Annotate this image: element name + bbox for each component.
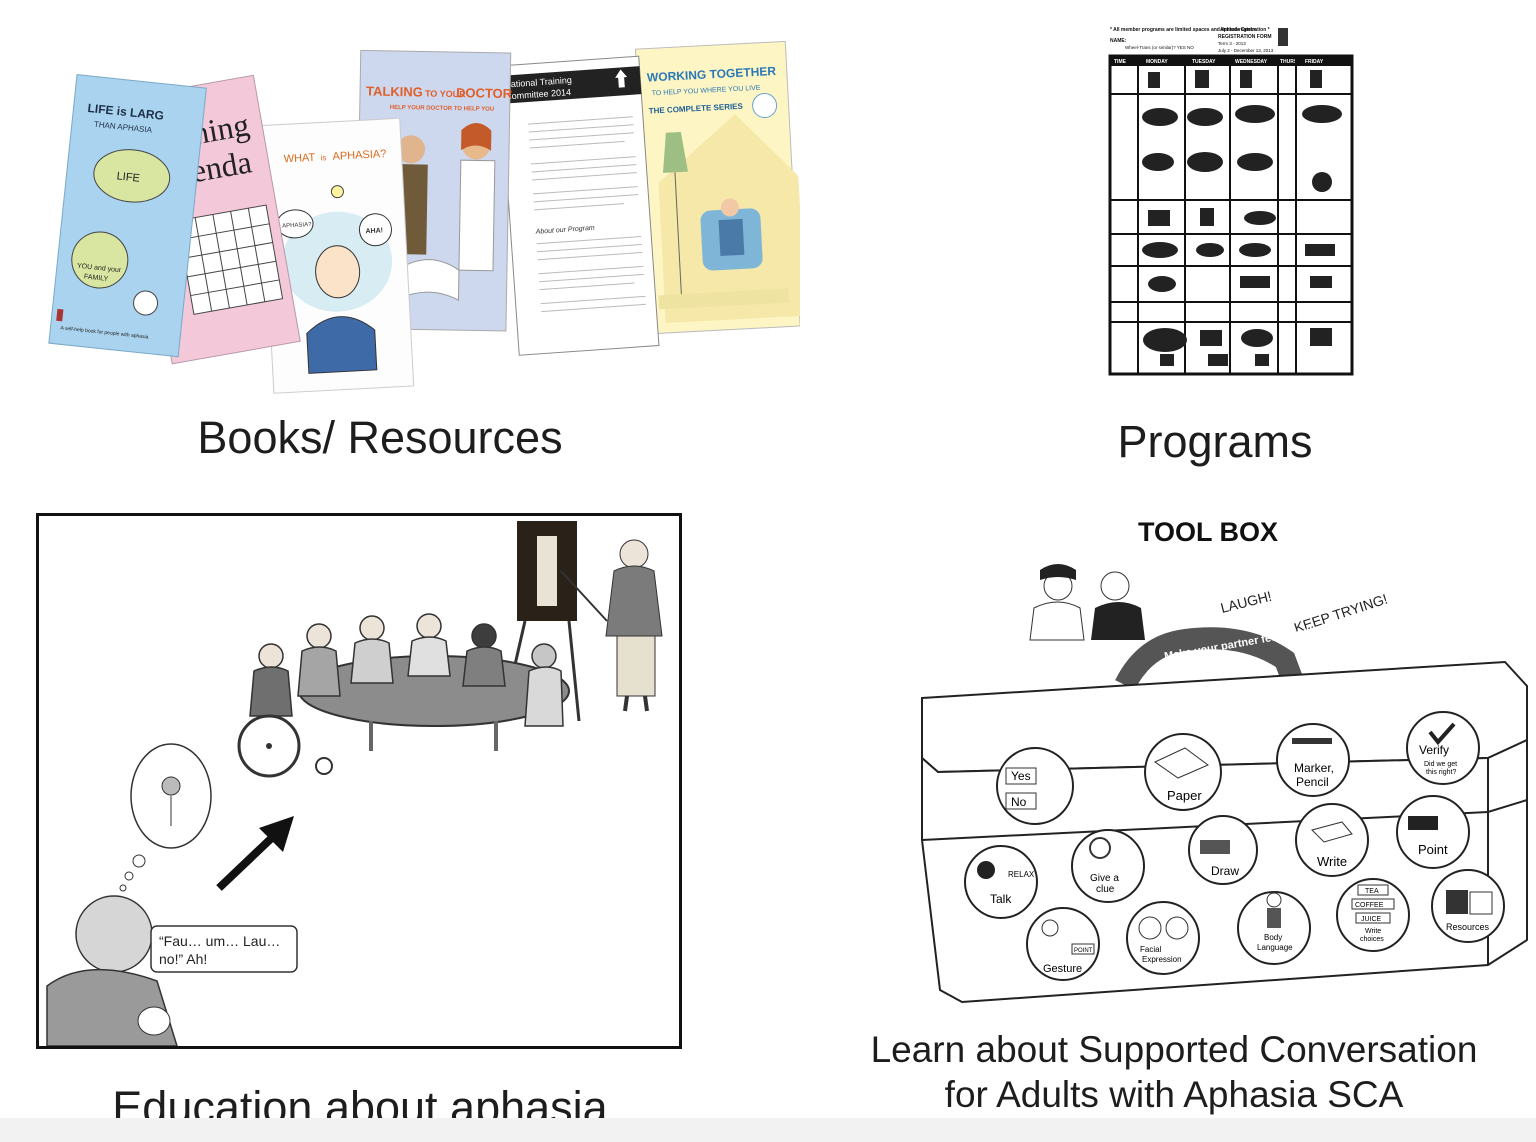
pencil-label: Pencil	[1296, 775, 1329, 789]
write-choices-label1: Write	[1365, 928, 1381, 935]
facial-label: Facial	[1140, 945, 1162, 954]
programs-name-label: NAME:	[1110, 38, 1127, 44]
write-choices-label2: choices	[1360, 936, 1384, 943]
verify-sub1: Did we get	[1424, 761, 1457, 768]
talking-sub: HELP YOUR DOCTOR TO HELP YOU	[390, 105, 494, 113]
point-label: Point	[1418, 842, 1448, 857]
draw-label: Draw	[1211, 864, 1239, 878]
programs-day-mon: MONDAY	[1146, 59, 1168, 65]
life-center: LIFE	[116, 170, 140, 184]
books-collage: WORKING TOGETHER TO HELP YOU WHERE YOU L…	[40, 30, 806, 400]
resources-label: Resources	[1446, 922, 1490, 932]
talk-label: Talk	[990, 892, 1012, 906]
body-label: Body	[1264, 933, 1282, 942]
caption-sca-line2: for Adults with Aphasia SCA	[944, 1074, 1404, 1115]
toolbox-title: TOOL BOX	[1138, 517, 1278, 547]
clue-label: clue	[1096, 884, 1115, 895]
caption-programs: Programs	[1117, 416, 1313, 467]
book-life-is-larger: LIFE is LARG THAN APHASIA LIFE YOU and y…	[48, 74, 207, 358]
laugh-text: LAUGH!	[1219, 588, 1273, 616]
coffee-label: COFFEE	[1355, 902, 1384, 909]
expression-label: Expression	[1142, 955, 1182, 964]
point-icon	[1396, 795, 1470, 869]
relax-label: RELAX	[1008, 870, 1035, 879]
programs-form-title: REGISTRATION FORM	[1218, 34, 1272, 40]
what-bubble1: APHASIA?	[282, 222, 312, 230]
life-you: YOU and your	[77, 263, 123, 275]
what-bubble2: AHA!	[365, 227, 383, 235]
programs-day-fri: FRIDAY	[1305, 59, 1324, 65]
caption-books: Books/ Resources	[197, 412, 563, 463]
caption-sca-line1: Learn about Supported Conversation	[870, 1029, 1478, 1070]
write-label: Write	[1317, 854, 1347, 869]
verify-icon	[1406, 711, 1480, 785]
programs-note: * All member programs are limited spaces…	[1110, 27, 1270, 33]
no-label: No	[1011, 795, 1027, 809]
life-family: FAMILY	[84, 273, 109, 283]
programs-term: Term 3 - 2013	[1218, 41, 1246, 46]
national-line1: National Training	[504, 75, 572, 90]
book-what-is-aphasia: WHAT is APHASIA? APHASIA? AHA!	[259, 117, 415, 394]
talking-mid: TO YOUR	[425, 89, 466, 100]
what-title3: APHASIA?	[332, 148, 386, 163]
what-title2: is	[320, 153, 326, 162]
talk-icon	[964, 845, 1038, 919]
programs-day-time: TIME	[1114, 59, 1127, 65]
gesture-sign: POINT	[1074, 948, 1093, 954]
working-title: WORKING TOGETHER	[647, 64, 777, 85]
talking-title: TALKING	[366, 84, 423, 100]
yes-label: Yes	[1011, 769, 1031, 783]
book-national-training: National Training Committee 2014 About o…	[498, 55, 660, 356]
education-illustration: “Fau… um… Lau… no!” Ah!	[36, 513, 682, 1049]
programs-wheeltrans: Wheel-Trans (or similar)? YES NO	[1125, 45, 1194, 50]
programs-day-tue: TUESDAY	[1192, 59, 1216, 65]
programs-day-wed: WEDNESDAY	[1235, 59, 1268, 65]
verify-sub2: this right?	[1426, 769, 1456, 776]
programs-center: Aphasia Centre	[1220, 27, 1257, 33]
bottom-strip	[0, 1118, 1536, 1142]
talking-doctor: DOCTOR	[456, 85, 513, 101]
what-title1: WHAT	[283, 152, 315, 166]
toolbox-illustration: TOOL BOX LAUGH! KEEP TRYING! Make your p…	[900, 510, 1532, 1010]
programs-day-thu: THURS	[1280, 59, 1298, 65]
yes-no-icon	[996, 747, 1074, 825]
tea-label: TEA	[1365, 888, 1379, 895]
national-section: About our Program	[534, 225, 595, 236]
marker-label: Marker,	[1294, 761, 1334, 775]
national-line2: Committee 2014	[505, 87, 572, 102]
juice-label: JUICE	[1361, 916, 1382, 923]
verify-label: Verify	[1419, 743, 1449, 757]
give-label: Give a	[1090, 873, 1119, 884]
programs-form: * All member programs are limited spaces…	[1100, 22, 1362, 377]
book-working-together: WORKING TOGETHER TO HELP YOU WHERE YOU L…	[634, 40, 806, 335]
paper-label: Paper	[1167, 788, 1202, 803]
language-label: Language	[1257, 943, 1293, 952]
speech-bubble-text: “Fau… um… Lau… no!” Ah!	[159, 933, 281, 967]
programs-dates: July 2 - December 13, 2013	[1218, 48, 1274, 53]
gesture-label: Gesture	[1043, 963, 1082, 975]
